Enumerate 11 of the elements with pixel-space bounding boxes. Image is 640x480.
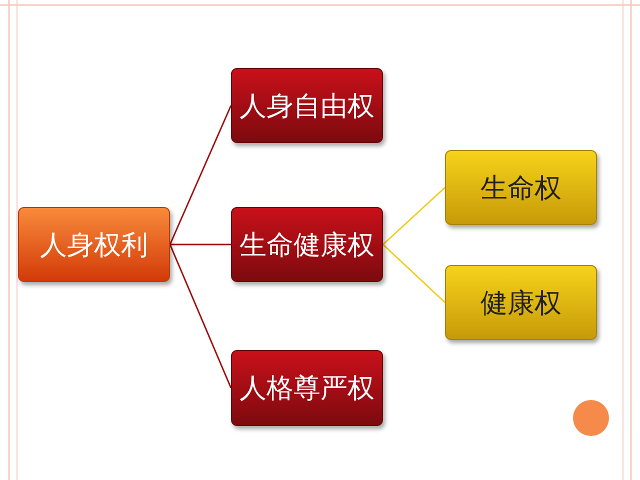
connector-line xyxy=(169,244,232,388)
topic-box: 人身自由权 xyxy=(231,68,383,143)
topic-box: 人身权利 xyxy=(18,207,170,282)
connector-line xyxy=(169,105,232,245)
topic-box: 健康权 xyxy=(445,265,597,340)
connector-line xyxy=(382,186,446,246)
topic-box: 生命权 xyxy=(445,150,597,225)
connector-line xyxy=(382,244,446,304)
topic-box: 人格尊严权 xyxy=(231,350,383,426)
connector-line xyxy=(170,244,231,246)
topic-box: 生命健康权 xyxy=(231,207,383,282)
